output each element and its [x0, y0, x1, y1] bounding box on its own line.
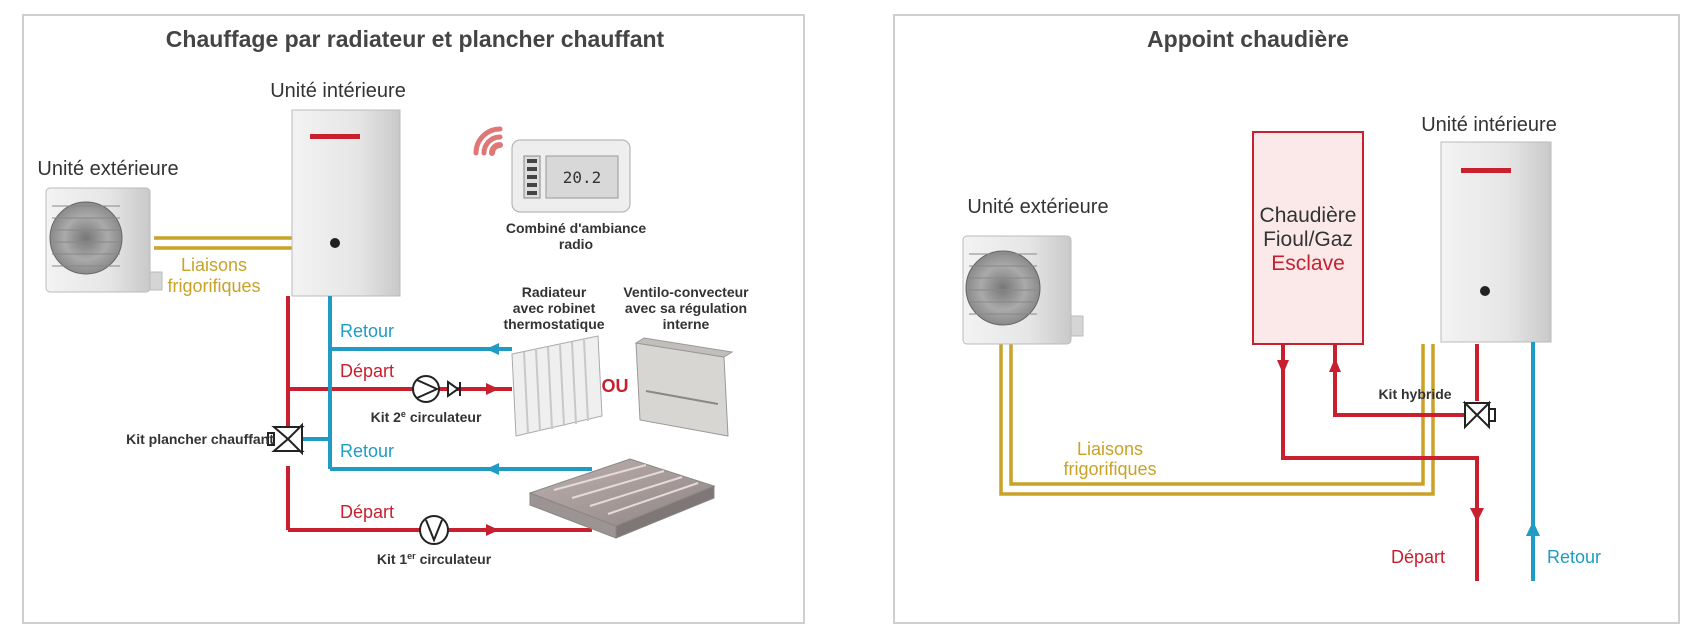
refrigerant-label-line1: Liaisons: [181, 255, 247, 275]
indoor-unit-label: Unité intérieure: [1421, 114, 1557, 136]
departure-label: Départ: [1391, 547, 1445, 567]
three-way-valve-icon: [1462, 400, 1496, 430]
refrigerant-label-line2: frigorifiques: [1063, 459, 1156, 479]
check-valve-icon: [447, 380, 461, 398]
room-thermostat: 20.2: [511, 139, 631, 213]
fan-coil: [634, 337, 734, 437]
outdoor-unit-label: Unité extérieure: [37, 158, 178, 180]
return-label-2: Retour: [340, 441, 394, 461]
kit-1st-circulator-label: Kit 1er circulateur: [377, 551, 492, 567]
indoor-unit-label: Unité intérieure: [270, 80, 406, 102]
refrigerant-label-line2: frigorifiques: [167, 276, 260, 296]
radiator-label-line2: avec robinet: [513, 300, 596, 316]
backup-boiler-diagram: Appoint chaudière Liaisons frigorifiques…: [962, 26, 1601, 581]
fancoil-label-line2: avec sa régulation: [625, 300, 747, 316]
return-arrows: [486, 343, 499, 475]
hybrid-kit-label: Kit hybride: [1378, 386, 1451, 402]
boiler-label-line3: Esclave: [1271, 252, 1345, 275]
indoor-unit: [291, 109, 401, 297]
outdoor-unit: [45, 187, 163, 293]
circulator-valve-icon: [419, 515, 449, 545]
radiator: [511, 335, 603, 437]
thermostat-label-line1: Combiné d'ambiance: [506, 220, 646, 236]
departure-label-2: Départ: [340, 502, 394, 522]
outdoor-unit-label: Unité extérieure: [967, 196, 1108, 218]
indoor-unit: [1440, 141, 1552, 343]
return-label: Retour: [1547, 547, 1601, 567]
outdoor-unit: [962, 235, 1084, 345]
refrigerant-lines: [154, 236, 292, 250]
floor-heating-kit-label: Kit plancher chauffant: [126, 431, 274, 447]
thermostat-display: 20.2: [563, 168, 602, 187]
boiler: Chaudière Fioul/Gaz Esclave: [1252, 131, 1364, 345]
departure-arrows: [486, 383, 499, 536]
heating-diagram: Chauffage par radiateur et plancher chau…: [37, 26, 749, 567]
return-pipes: [302, 296, 592, 471]
boiler-label-line1: Chaudière: [1260, 204, 1357, 227]
three-way-valve-icon: [267, 422, 305, 456]
brand-logo: [310, 134, 360, 139]
departure-arrows: [1277, 358, 1484, 522]
thermostat-label-line2: radio: [559, 236, 593, 252]
departure-label-1: Départ: [340, 361, 394, 381]
panel-title: Appoint chaudière: [1147, 26, 1349, 52]
heating-panel: Chauffage par radiateur et plancher chau…: [22, 14, 805, 624]
backup-boiler-panel: Appoint chaudière Liaisons frigorifiques…: [893, 14, 1680, 624]
fancoil-label-line1: Ventilo-convecteur: [623, 284, 749, 300]
or-label: OU: [602, 376, 629, 396]
radiator-label-line3: thermostatique: [503, 316, 604, 332]
underfloor-heating-slab: [528, 458, 716, 539]
departure-pipes: [1281, 344, 1479, 581]
return-arrow: [1526, 521, 1540, 536]
kit-2nd-circulator-label: Kit 2e circulateur: [371, 409, 482, 425]
radiator-label-line1: Radiateur: [522, 284, 587, 300]
panel-title: Chauffage par radiateur et plancher chau…: [166, 26, 665, 52]
boiler-label-line2: Fioul/Gaz: [1263, 228, 1353, 251]
refrigerant-label-line1: Liaisons: [1077, 439, 1143, 459]
return-label-1: Retour: [340, 321, 394, 341]
brand-logo: [1461, 168, 1511, 173]
wifi-icon: [473, 126, 503, 156]
fancoil-label-line3: interne: [663, 316, 710, 332]
circulator-pump-icon: [412, 375, 440, 403]
